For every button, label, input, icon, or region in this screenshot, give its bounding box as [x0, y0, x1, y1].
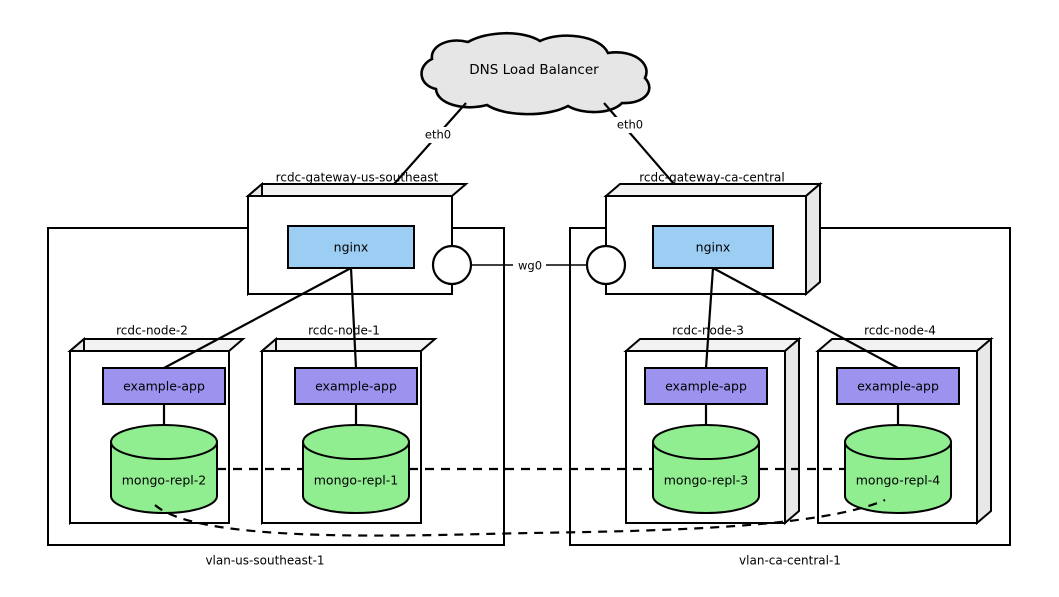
dns-load-balancer-cloud: DNS Load Balancer [420, 31, 651, 116]
link-nginx-ca-to-node-3-app [704, 267, 715, 369]
example-app-label-node-4: example-app [857, 379, 939, 394]
mongo-cylinder-top-node-1 [302, 424, 410, 460]
gateway-us-southeast-label: rcdc-gateway-us-southeast [276, 171, 439, 185]
link-nginx-ca-to-node-4-app [712, 267, 899, 369]
eth0-left-label: eth0 [425, 128, 451, 142]
example-app-box-node-2[interactable] [102, 367, 226, 405]
nginx-service-box-ca-central[interactable] [652, 225, 774, 269]
example-app-box-node-4[interactable] [836, 367, 960, 405]
gateway-us-southeast[interactable]: nginx rcdc-gateway-us-southeast [245, 171, 469, 297]
rcdc-node-2-label: rcdc-node-2 [116, 324, 188, 338]
mongo-cylinder-node-1[interactable]: mongo-repl-1 [302, 424, 410, 514]
wg0-label: wg0 [518, 259, 542, 273]
gateway-ca-central[interactable]: nginx rcdc-gateway-ca-central [603, 171, 823, 297]
rcdc-node-4-top-face [815, 338, 994, 352]
example-app-label-node-1: example-app [315, 379, 397, 394]
cloud-label: DNS Load Balancer [469, 62, 599, 78]
wg0-endpoint-circle-right[interactable] [585, 244, 627, 286]
mongo-repl-label-node-3: mongo-repl-3 [664, 473, 749, 488]
mongo-cylinder-body-node-4 [844, 441, 952, 514]
mongo-repl-label-node-4: mongo-repl-4 [856, 473, 941, 488]
mongo-cylinder-node-2[interactable]: mongo-repl-2 [110, 424, 218, 514]
nginx-service-box-us-southeast[interactable] [287, 225, 415, 269]
node-rcdc-node-1[interactable]: rcdc-node-1 example-app mongo-repl-1 [259, 324, 438, 526]
rcdc-node-4-side-face [976, 336, 992, 526]
nginx-service-label-us-southeast: nginx [334, 240, 369, 255]
link-nginx-us-to-node-1-app [349, 267, 358, 369]
nginx-service-label-ca-central: nginx [696, 240, 731, 255]
example-app-label-node-3: example-app [665, 379, 747, 394]
wg0-endpoint-circle-left[interactable] [431, 244, 473, 286]
mongo-cylinder-body-node-1 [302, 441, 410, 514]
mongo-repl-label-node-1: mongo-repl-1 [314, 473, 399, 488]
mongo-cylinder-node-3[interactable]: mongo-repl-3 [652, 424, 760, 514]
link-nginx-us-to-node-2-app [163, 267, 352, 369]
example-app-box-node-1[interactable] [294, 367, 418, 405]
rcdc-node-1-label: rcdc-node-1 [308, 324, 380, 338]
mongo-cylinder-node-4[interactable]: mongo-repl-4 [844, 424, 952, 514]
mongo-cylinder-body-node-3 [652, 441, 760, 514]
rcdc-node-1-top-face [259, 338, 438, 352]
rcdc-node-4-label: rcdc-node-4 [864, 324, 936, 338]
node-rcdc-node-2[interactable]: rcdc-node-2 example-app mongo-repl-2 [67, 324, 246, 526]
mongo-cylinder-body-node-2 [110, 441, 218, 514]
eth0-right-label-bg [612, 117, 648, 133]
vlan-label-us-southeast: vlan-us-southeast-1 [205, 554, 324, 568]
vlan-label-ca-central: vlan-ca-central-1 [739, 554, 841, 568]
mongo-cylinder-top-node-2 [110, 424, 218, 460]
mongo-repl-label-node-2: mongo-repl-2 [122, 473, 207, 488]
node-rcdc-node-3[interactable]: rcdc-node-3 example-app mongo-repl-3 [623, 324, 802, 526]
mongo-cylinder-top-node-4 [844, 424, 952, 460]
example-app-label-node-2: example-app [123, 379, 205, 394]
rcdc-node-3-side-face [784, 336, 800, 526]
gateway-ca-central-top-face [603, 183, 823, 197]
gateway-us-southeast-top-face [245, 183, 469, 197]
gateway-ca-central-side-face [805, 181, 821, 297]
gateway-ca-central-label: rcdc-gateway-ca-central [639, 171, 784, 185]
node-rcdc-node-4[interactable]: rcdc-node-4 example-app mongo-repl-4 [815, 324, 994, 526]
mongo-replication-link-2-4 [154, 498, 886, 537]
mongo-cylinder-top-node-3 [652, 424, 760, 460]
example-app-box-node-3[interactable] [644, 367, 768, 405]
eth0-left-label-bg [420, 127, 456, 143]
wg0-label-bg [513, 257, 546, 273]
rcdc-node-3-top-face [623, 338, 802, 352]
eth0-right-label: eth0 [617, 118, 643, 132]
